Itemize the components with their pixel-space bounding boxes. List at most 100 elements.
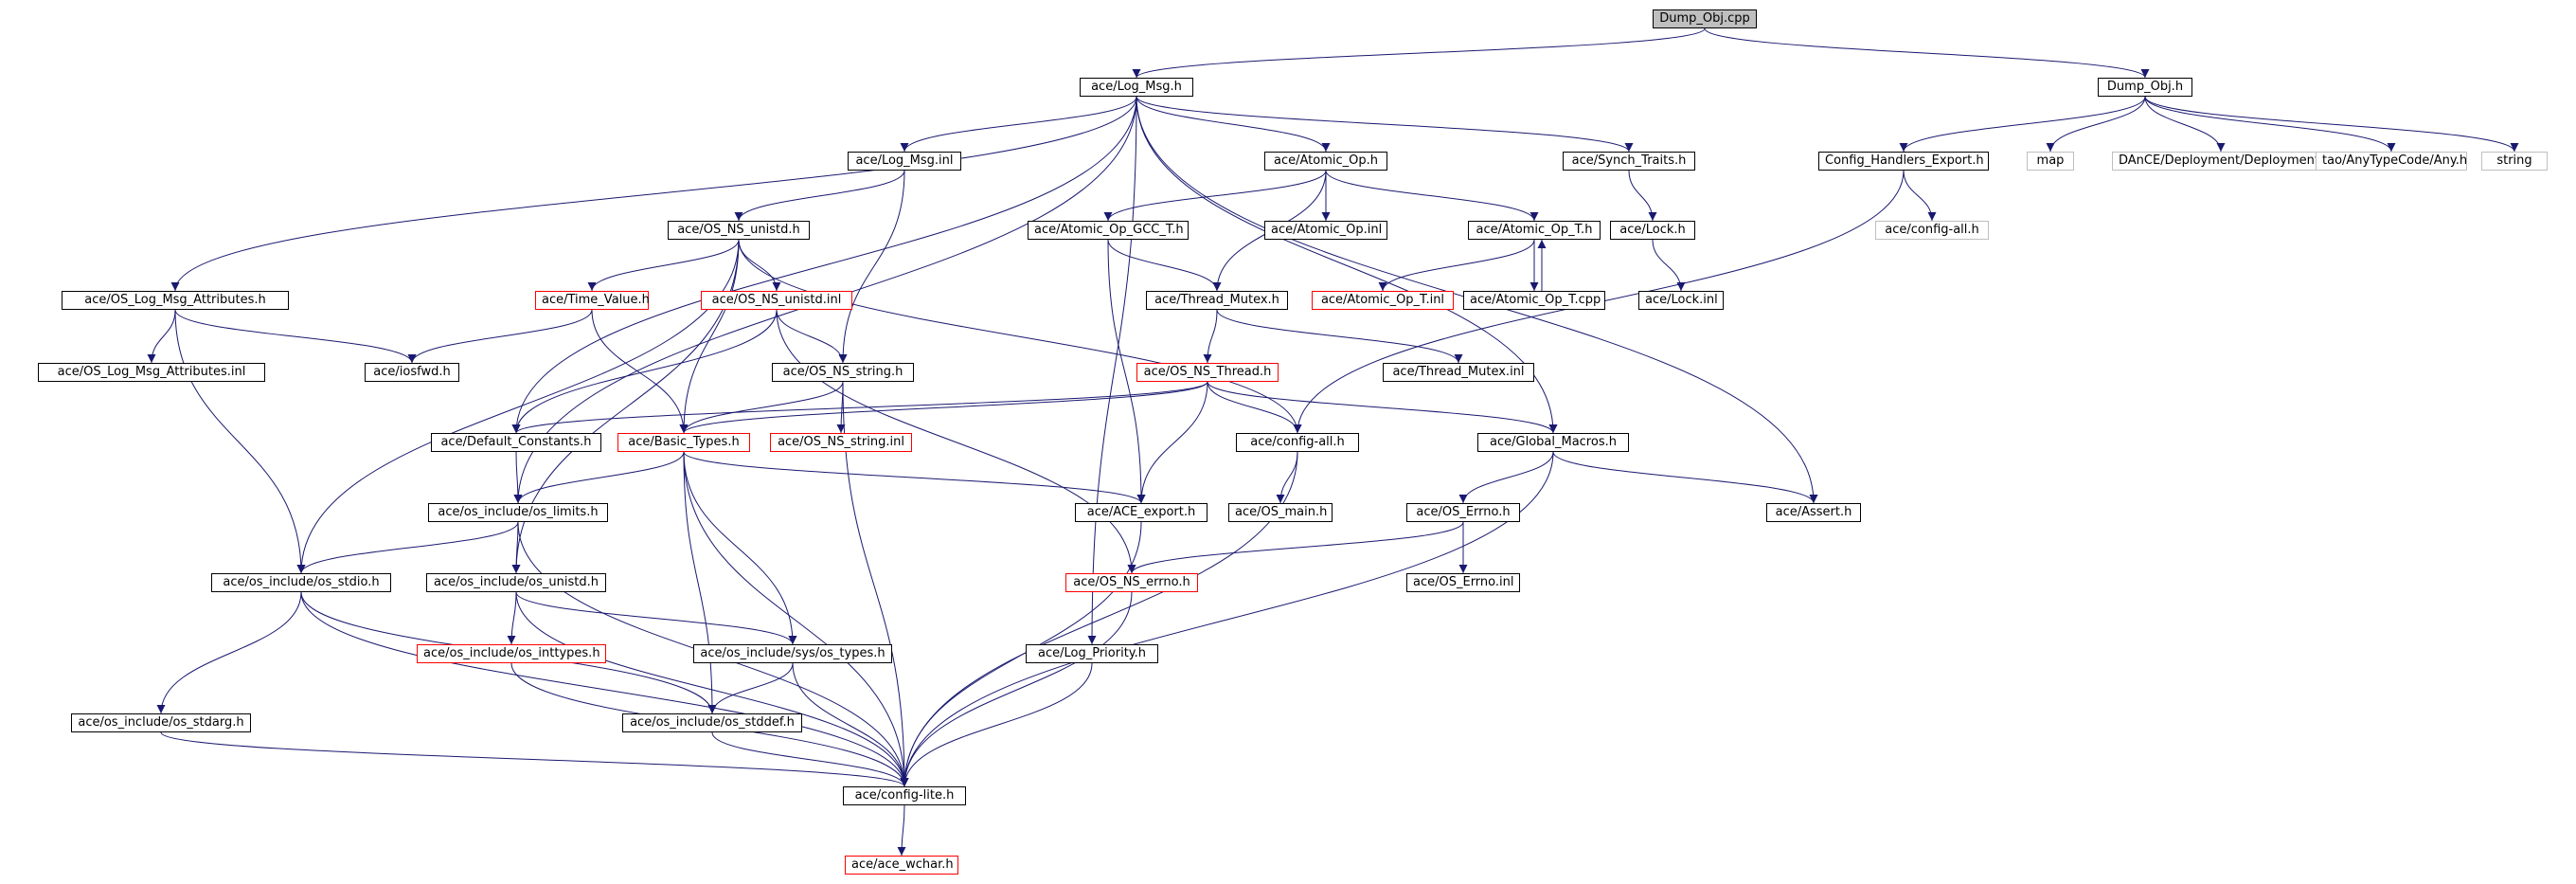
edge-logmsginl-to-osnsstring — [838, 170, 905, 364]
edge-osnsunistdinl-to-defconst — [511, 309, 778, 434]
edge-basictypes-to-systypes — [683, 451, 797, 645]
edge-dumph-to-map — [2046, 96, 2146, 153]
edge-osnsunistdh-to-osnsunistdinl — [738, 239, 781, 292]
node-dumph[interactable]: Dump_Obj.h — [2098, 78, 2192, 97]
edge-logpriority-to-configlite — [900, 662, 1093, 787]
edge-osnsunistdinl-to-osnsstring — [776, 309, 848, 364]
edge-globalmacros-to-oserrno — [1458, 451, 1554, 504]
edge-osnsunistdh-to-osunistd — [511, 239, 740, 574]
edge-osunistd-to-configlite — [515, 591, 909, 787]
node-atomicinl[interactable]: ace/Atomic_Op.inl — [1264, 221, 1387, 240]
edge-basictypes-to-configlite — [683, 451, 909, 787]
edge-osstdio-to-configlite — [300, 591, 909, 787]
node-osnsunistdinl[interactable]: ace/OS_NS_unistd.inl — [701, 291, 852, 310]
edge-osstdarg-to-configlite — [160, 731, 909, 787]
edge-dumph-to-taoany — [2144, 96, 2396, 153]
node-osstdarg[interactable]: ace/os_include/os_stdarg.h — [71, 713, 251, 732]
edge-osnsthread-to-configall — [1207, 381, 1302, 434]
node-confighe[interactable]: Config_Handlers_Export.h — [1818, 152, 1989, 171]
node-map[interactable]: map — [2027, 152, 2074, 171]
edge-osnserrno-to-configlite — [900, 591, 1133, 787]
edge-dumpcpp-to-logmsg — [1132, 27, 1706, 79]
edge-defconst-to-oslimits — [513, 451, 523, 504]
node-globalmacros[interactable]: ace/Global_Macros.h — [1477, 433, 1629, 452]
node-configallghost[interactable]: ace/config-all.h — [1875, 221, 1989, 240]
edge-oserrno-to-osnserrno — [1127, 521, 1464, 574]
node-atomicgcc[interactable]: ace/Atomic_Op_GCC_T.h — [1028, 221, 1189, 240]
edge-atomicop-to-atomict — [1325, 170, 1539, 222]
node-logpriority[interactable]: ace/Log_Priority.h — [1026, 644, 1158, 663]
edge-basictypes-to-osstddef — [683, 451, 717, 714]
node-osmain[interactable]: ace/OS_main.h — [1228, 503, 1333, 522]
node-acewchar[interactable]: ace/ace_wchar.h — [845, 856, 958, 875]
node-iosfwd[interactable]: ace/iosfwd.h — [365, 363, 459, 382]
edge-osunistd-to-osinttypes — [507, 591, 517, 645]
node-synchtraits[interactable]: ace/Synch_Traits.h — [1563, 152, 1695, 171]
edge-logmsg-to-defconst — [511, 96, 1137, 434]
edge-threadmutex-to-osnsthread — [1203, 309, 1218, 364]
edge-systypes-to-configlite — [792, 662, 909, 787]
node-string[interactable]: string — [2481, 152, 2548, 171]
node-atomict[interactable]: ace/Atomic_Op_T.h — [1468, 221, 1601, 240]
edge-oslogattr-to-iosfwd — [174, 309, 417, 364]
node-logmsginl[interactable]: ace/Log_Msg.inl — [848, 152, 961, 171]
node-dance[interactable]: DAnCE/Deployment/DeploymentC.h — [2112, 152, 2339, 171]
edge-osunistd-to-systypes — [515, 591, 797, 645]
node-defconst[interactable]: ace/Default_Constants.h — [431, 433, 601, 452]
node-osstddef[interactable]: ace/os_include/os_stddef.h — [622, 713, 802, 732]
edge-globalmacros-to-assert — [1552, 451, 1818, 504]
edge-oslimits-to-osstdio — [296, 521, 519, 574]
edge-osnsunistdh-to-osstdio — [296, 239, 740, 574]
node-configall[interactable]: ace/config-all.h — [1236, 433, 1359, 452]
edge-threadmutex-to-threadmutexinl — [1216, 309, 1463, 364]
node-basictypes[interactable]: ace/Basic_Types.h — [617, 433, 750, 452]
node-dumpcpp[interactable]: Dump_Obj.cpp — [1653, 9, 1757, 28]
node-systypes[interactable]: ace/os_include/sys/os_types.h — [693, 644, 892, 663]
node-oserrno[interactable]: ace/OS_Errno.h — [1406, 503, 1520, 522]
node-timevalue[interactable]: ace/Time_Value.h — [535, 291, 650, 310]
edge-logmsg-to-synchtraits — [1136, 96, 1634, 153]
node-threadmutex[interactable]: ace/Thread_Mutex.h — [1146, 291, 1288, 310]
node-osunistd[interactable]: ace/os_include/os_unistd.h — [426, 573, 606, 592]
edge-layer — [147, 27, 2519, 857]
edge-osnsunistdh-to-basictypes — [679, 239, 740, 434]
edge-osstddef-to-configlite — [711, 731, 909, 787]
edge-osnsunistdh-to-configall — [738, 239, 1302, 434]
edge-logmsg-to-globalmacros — [1136, 96, 1558, 434]
edge-oslogattr-to-oslogattrinl — [147, 309, 176, 364]
node-configlite[interactable]: ace/config-lite.h — [843, 786, 966, 805]
node-logmsg[interactable]: ace/Log_Msg.h — [1080, 78, 1193, 97]
node-threadmutexinl[interactable]: ace/Thread_Mutex.inl — [1383, 363, 1534, 382]
edge-dumph-to-confighe — [1899, 96, 2146, 153]
node-osnserrno[interactable]: ace/OS_NS_errno.h — [1065, 573, 1198, 592]
node-osstdio[interactable]: ace/os_include/os_stdio.h — [211, 573, 391, 592]
node-oslogattrinl[interactable]: ace/OS_Log_Msg_Attributes.inl — [38, 363, 265, 382]
node-atomictcpp[interactable]: ace/Atomic_Op_T.cpp — [1463, 291, 1605, 310]
node-lockh[interactable]: ace/Lock.h — [1610, 221, 1695, 240]
node-assert[interactable]: ace/Assert.h — [1766, 503, 1861, 522]
node-osnsstring[interactable]: ace/OS_NS_string.h — [772, 363, 914, 382]
node-osinttypes[interactable]: ace/os_include/os_inttypes.h — [417, 644, 606, 663]
node-aceexport[interactable]: ace/ACE_export.h — [1075, 503, 1208, 522]
edge-configall-to-osmain — [1276, 451, 1298, 504]
node-osnsstringinl[interactable]: ace/OS_NS_string.inl — [770, 433, 912, 452]
edge-atomict-to-atomictinl — [1378, 239, 1535, 292]
node-atomicop[interactable]: ace/Atomic_Op.h — [1264, 152, 1387, 171]
node-taoany[interactable]: tao/AnyTypeCode/Any.h — [2316, 152, 2467, 171]
node-atomictinl[interactable]: ace/Atomic_Op_T.inl — [1312, 291, 1454, 310]
node-osnsunistdh[interactable]: ace/OS_NS_unistd.h — [668, 221, 810, 240]
node-oserrnoinl[interactable]: ace/OS_Errno.inl — [1406, 573, 1520, 592]
edge-osnsthread-to-globalmacros — [1207, 381, 1558, 434]
edge-logmsg-to-oslogattr — [170, 96, 1137, 292]
node-oslogattr[interactable]: ace/OS_Log_Msg_Attributes.h — [62, 291, 289, 310]
edge-atomicgcc-to-threadmutex — [1107, 239, 1222, 292]
node-oslimits[interactable]: ace/os_include/os_limits.h — [428, 503, 608, 522]
edge-logmsg-to-atomicop — [1136, 96, 1331, 153]
node-osnsthread[interactable]: ace/OS_NS_Thread.h — [1136, 363, 1279, 382]
edge-logmsg-to-logpriority — [1087, 96, 1137, 645]
edge-dumph-to-string — [2144, 96, 2519, 153]
edge-osnsunistdh-to-timevalue — [587, 239, 740, 292]
edge-oslogattr-to-osstdio — [174, 309, 306, 574]
edge-osnsstring-to-configlite — [842, 381, 909, 787]
node-lockinl[interactable]: ace/Lock.inl — [1638, 291, 1724, 310]
